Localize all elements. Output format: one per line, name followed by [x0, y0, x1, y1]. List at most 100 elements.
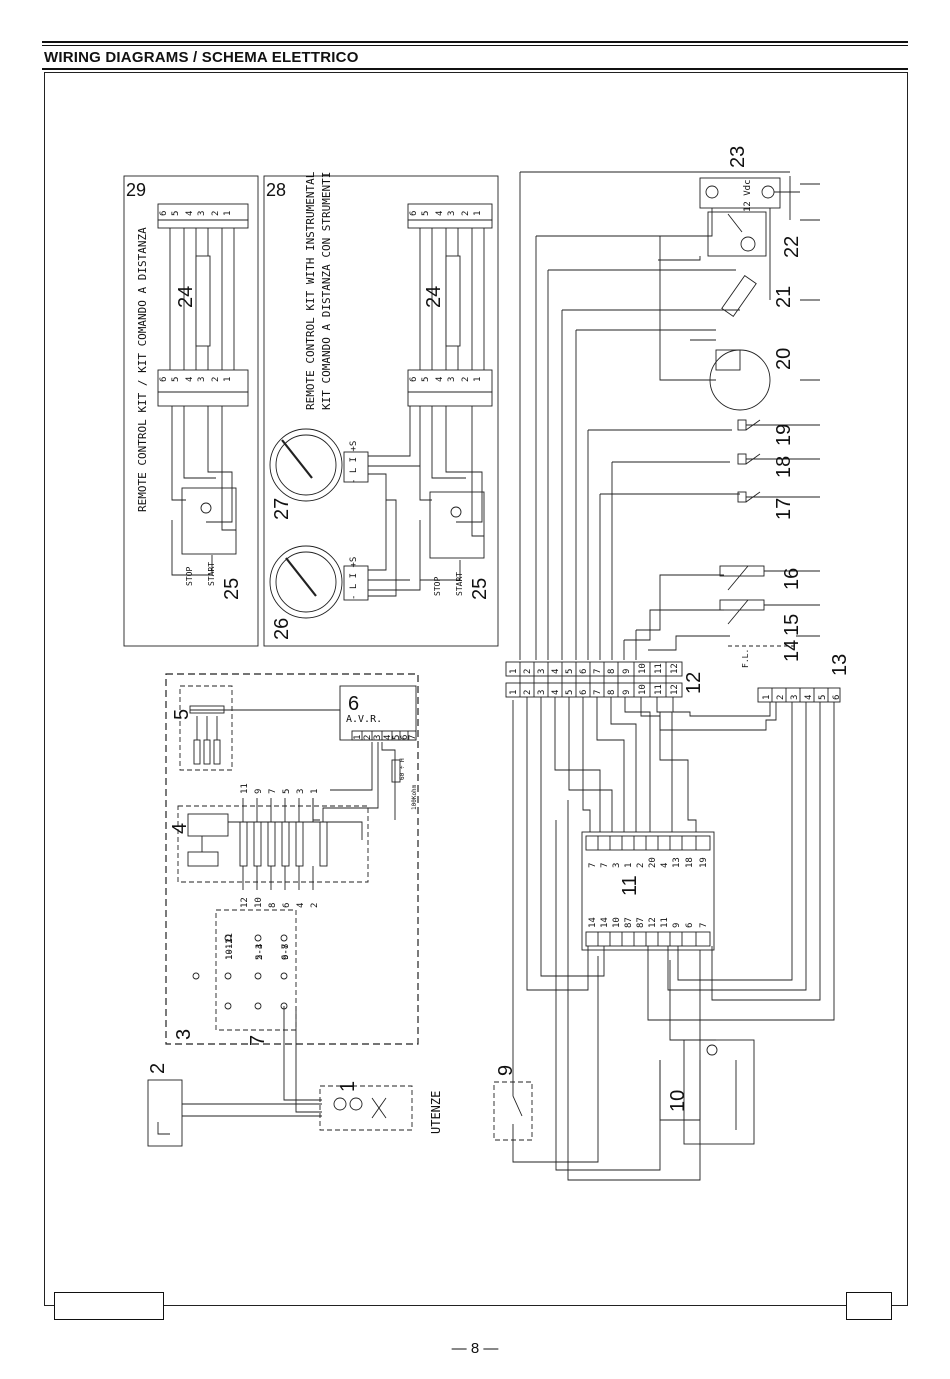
header-rule-top	[42, 41, 908, 43]
panel28-cable-label: 24	[423, 286, 445, 308]
p29-pin-a-1: 6	[159, 211, 169, 216]
exciter-box-4	[177, 805, 369, 883]
label-12: 12	[683, 672, 705, 694]
label-22: 22	[781, 236, 803, 258]
p28-pin-b-2: 5	[421, 377, 431, 382]
relay-top-6: 20	[648, 857, 658, 868]
socket-1	[319, 1085, 413, 1131]
label-2: 2	[147, 1063, 169, 1074]
fl-label: F.L.	[741, 649, 750, 668]
strip12-bot-12: 12	[670, 684, 680, 695]
panel28-number: 28	[266, 180, 286, 200]
p29-pin-b-5: 2	[211, 377, 221, 382]
strip13-1: 1	[762, 695, 772, 700]
winding-top-2: 9	[254, 789, 264, 794]
label-11: 11	[619, 875, 641, 896]
winding-top-1: 11	[240, 783, 250, 794]
strip12-bot-9: 9	[622, 690, 632, 695]
terminal-board-7	[215, 909, 297, 1031]
link-6: 9-8	[281, 944, 291, 960]
strip12-bot-8: 8	[607, 690, 617, 695]
label-4: 4	[169, 823, 191, 834]
panel29-number: 29	[126, 180, 146, 200]
link-1: 10-11	[225, 933, 235, 960]
gauge2-label: 27	[271, 498, 293, 520]
strip13-6: 6	[832, 695, 842, 700]
sensor-16	[719, 565, 765, 577]
page-title: WIRING DIAGRAMS / SCHEMA ELETTRICO	[44, 49, 359, 66]
label-3: 3	[173, 1029, 195, 1040]
gauge-27	[269, 428, 369, 502]
strip12-bot-4: 4	[551, 690, 561, 695]
avr-pin-7: 7	[408, 735, 418, 740]
strip12-top-3: 3	[537, 669, 547, 674]
item-2	[147, 1079, 183, 1147]
label-7: 7	[247, 1035, 269, 1046]
panel29-switch-box	[181, 487, 237, 555]
relay-top-5: 2	[636, 863, 646, 868]
terminal-strip-12	[505, 661, 683, 698]
starter-22	[707, 211, 767, 257]
relay-bot-10: 7	[699, 923, 709, 928]
panel28-caption-1: REMOTE CONTROL KIT WITH INSTRUMENTAL	[304, 171, 317, 410]
winding-bot-5: 4	[296, 903, 306, 908]
strip12-top-6: 6	[579, 669, 589, 674]
relay-top-8: 13	[672, 857, 682, 868]
solenoid-21	[721, 274, 757, 318]
label-18: 18	[773, 456, 795, 478]
avr-label: A.V.R.	[346, 714, 382, 725]
panel29-cable	[195, 255, 211, 347]
strip12-top-8: 8	[607, 669, 617, 674]
relay-top-2: 7	[600, 863, 610, 868]
label-21: 21	[773, 286, 795, 308]
relay-top-7: 4	[660, 863, 670, 868]
winding-bot-4: 6	[282, 903, 292, 908]
generator-box	[165, 673, 419, 1045]
p29-pin-b-3: 4	[185, 377, 195, 382]
p28-pin-a-5: 2	[461, 211, 471, 216]
p29-pin-b-4: 3	[197, 377, 207, 382]
relay-bot-9: 6	[685, 923, 695, 928]
winding-top-5: 3	[296, 789, 306, 794]
p28-pin-b-1: 6	[409, 377, 419, 382]
p29-pin-a-4: 3	[197, 211, 207, 216]
panel29-start: START	[207, 562, 216, 586]
title-rule	[42, 68, 908, 70]
p28-pin-a-4: 3	[447, 211, 457, 216]
label-5: 5	[171, 709, 193, 720]
panel29-caption: REMOTE CONTROL KIT / KIT COMANDO A DISTA…	[136, 227, 149, 512]
sense-label: 60 ÷ H	[399, 758, 406, 780]
gauge27-terminals: - L I +S	[349, 441, 359, 484]
p29-pin-b-2: 5	[171, 377, 181, 382]
link-2: 1-12	[225, 938, 235, 960]
panel29-connector-c	[157, 391, 249, 407]
utenze-label: UTENZE	[429, 1091, 443, 1134]
relay-top-4: 1	[624, 863, 634, 868]
p28-pin-a-1: 6	[409, 211, 419, 216]
strip12-top-11: 11	[654, 663, 664, 674]
relay-top-9: 18	[685, 857, 695, 868]
footer-tab-right	[846, 1292, 892, 1320]
strip13-5: 5	[818, 695, 828, 700]
link-3: 2-3	[255, 944, 265, 960]
relay-bot-6: 12	[648, 917, 658, 928]
strip12-bot-5: 5	[565, 690, 575, 695]
strip12-top-9: 9	[622, 669, 632, 674]
relay-bot-8: 9	[672, 923, 682, 928]
panel28-caption-2: KIT COMANDO A DISTANZA CON STRUMENTI	[320, 172, 333, 410]
p29-pin-a-5: 2	[211, 211, 221, 216]
strip13-2: 2	[776, 695, 786, 700]
label-20: 20	[773, 348, 795, 370]
strip12-top-4: 4	[551, 669, 561, 674]
p28-pin-b-3: 4	[435, 377, 445, 382]
start-switch-10	[683, 1039, 755, 1145]
relay-top-10: 19	[699, 857, 709, 868]
winding-bot-3: 8	[268, 903, 278, 908]
strip12-bot-10: 10	[638, 684, 648, 695]
avr-pin-5: 5	[392, 735, 402, 740]
avr-pin-1: 1	[353, 735, 363, 740]
strip12-bot-1: 1	[509, 690, 519, 695]
relay-bot-1: 14	[588, 917, 598, 928]
strip12-bot-6: 6	[579, 690, 589, 695]
